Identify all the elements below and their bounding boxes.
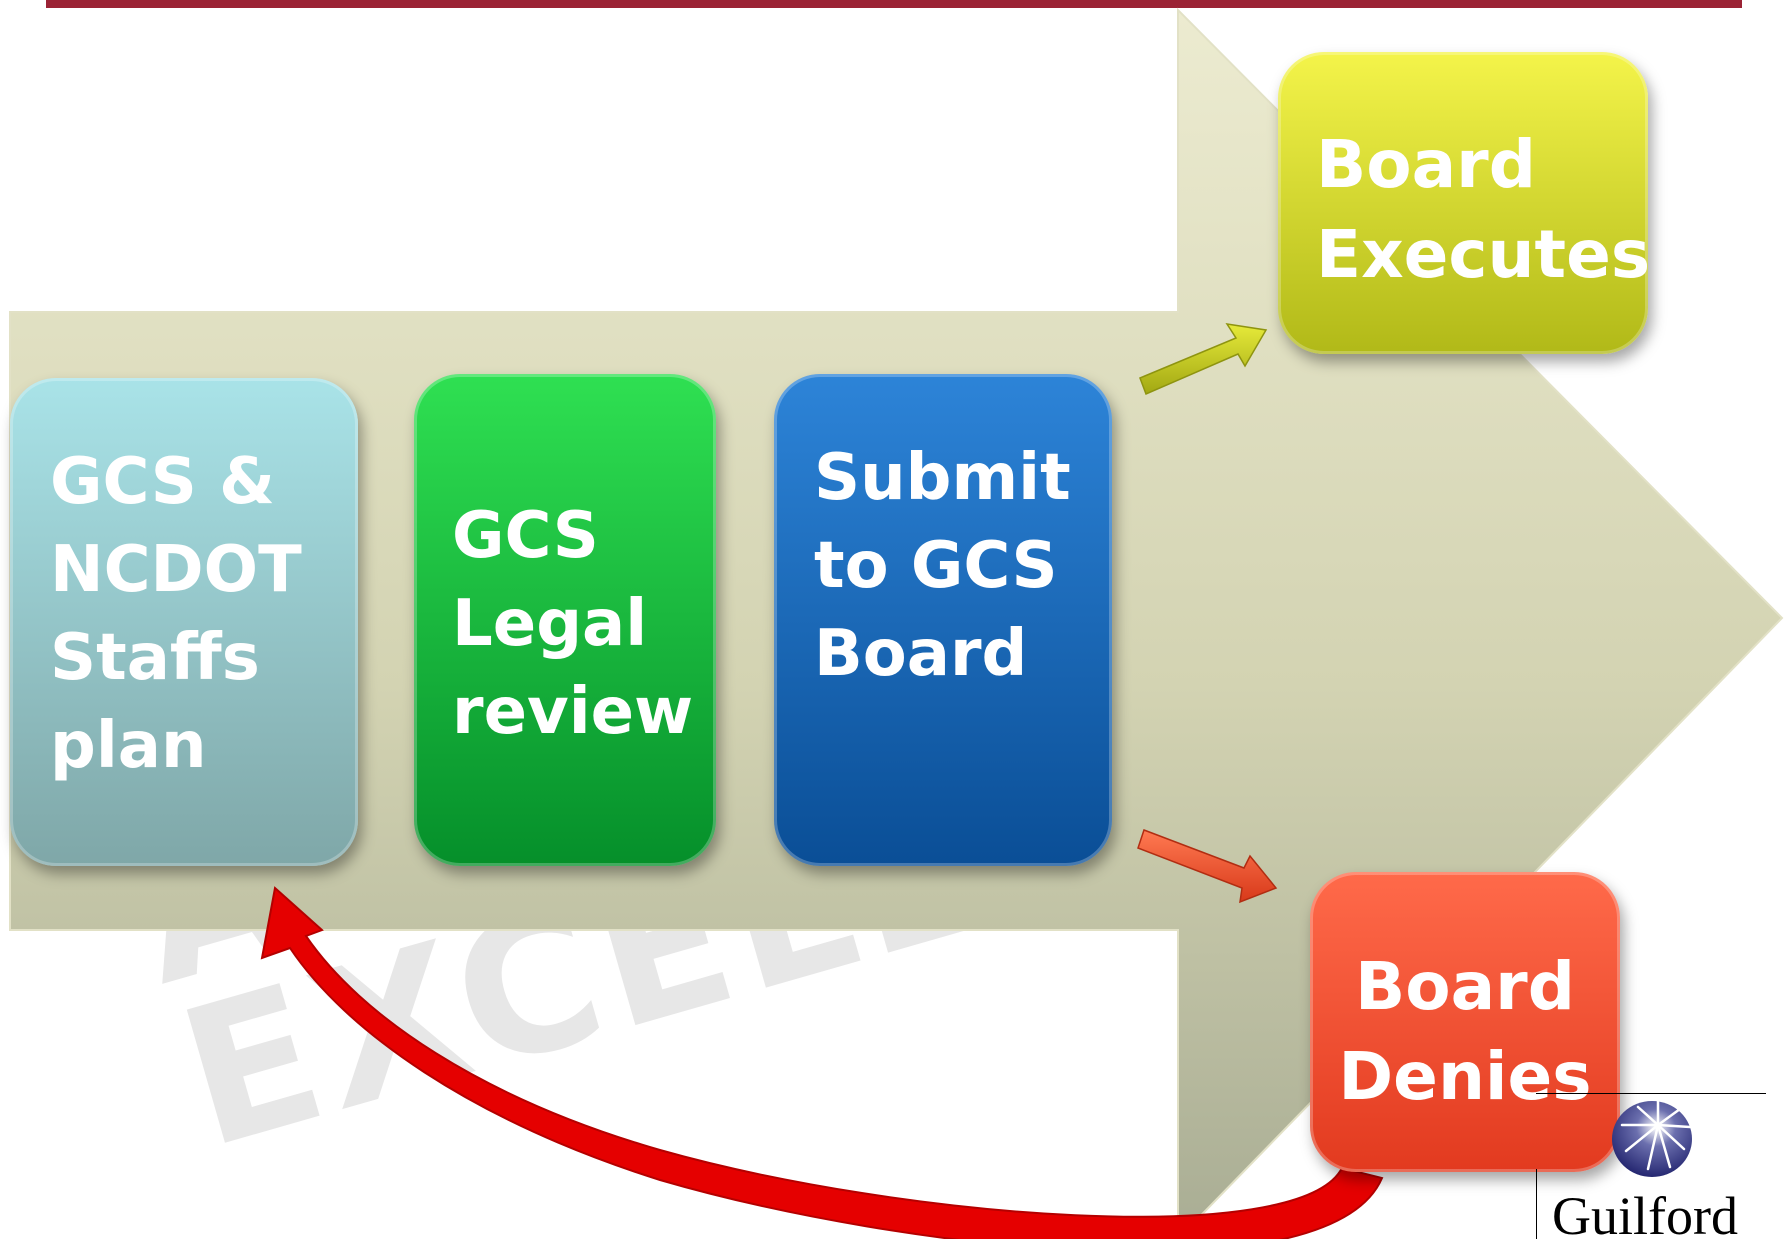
step-staff-plan-label: GCS & NCDOT Staffs plan — [50, 445, 302, 783]
outcome-board-executes-label: Board Executes — [1316, 126, 1651, 293]
starburst-icon — [1612, 1099, 1692, 1177]
step-submit-board-box: Submit to GCS Board — [774, 374, 1112, 866]
step-legal-review-label: GCS Legal review — [452, 499, 694, 749]
step-staff-plan-box: GCS & NCDOT Staffs plan — [10, 378, 358, 866]
deny-arrow — [1137, 829, 1278, 904]
step-legal-review-box: GCS Legal review — [414, 374, 716, 866]
outcome-board-executes-box: Board Executes — [1278, 52, 1651, 354]
guilford-logo: Guilford — [1536, 1093, 1766, 1246]
step-submit-board-label: Submit to GCS Board — [814, 441, 1071, 691]
outcome-board-denies-box: Board Denies — [1310, 872, 1620, 1172]
resubmit-loop-arrow — [260, 886, 1384, 1239]
logo-divider-line — [1536, 1093, 1766, 1094]
logo-wordmark: Guilford — [1552, 1186, 1738, 1246]
logo-divider-line — [1536, 1169, 1537, 1239]
approve-arrow — [1139, 323, 1268, 396]
outcome-board-denies-label: Board Denies — [1338, 948, 1592, 1115]
title-accent-bar — [46, 0, 1742, 8]
